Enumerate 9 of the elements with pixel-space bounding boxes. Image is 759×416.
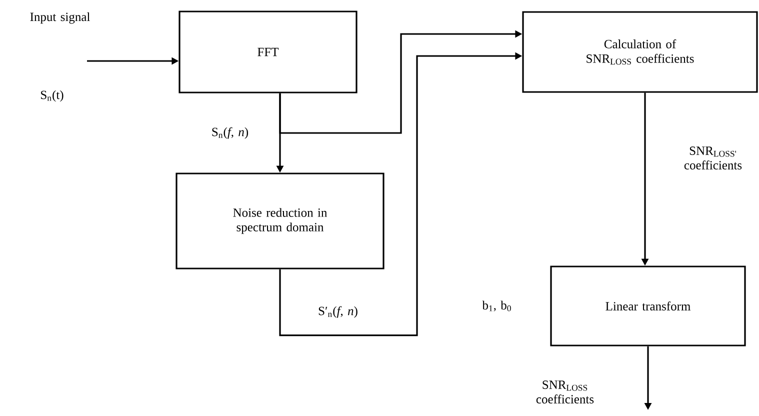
parameter-label: b$_{1}$, b$_{0}$ bbox=[482, 300, 511, 312]
signal-label: SNR$_{LOSS'}$ coefficients bbox=[684, 146, 742, 170]
process-box: Noise reduction in spectrum domain bbox=[176, 172, 384, 270]
signal-label: SNR$_{LOSS}$ coefficients bbox=[536, 380, 594, 404]
signal-label: S$_{n}$(t) bbox=[41, 90, 64, 102]
signal-label: Input signal bbox=[30, 12, 90, 24]
process-box: FFT bbox=[178, 10, 358, 94]
process-box: Calculation of SNR$_{LOSS}$ coefficients bbox=[522, 11, 758, 93]
process-box: Linear transform bbox=[550, 266, 746, 346]
